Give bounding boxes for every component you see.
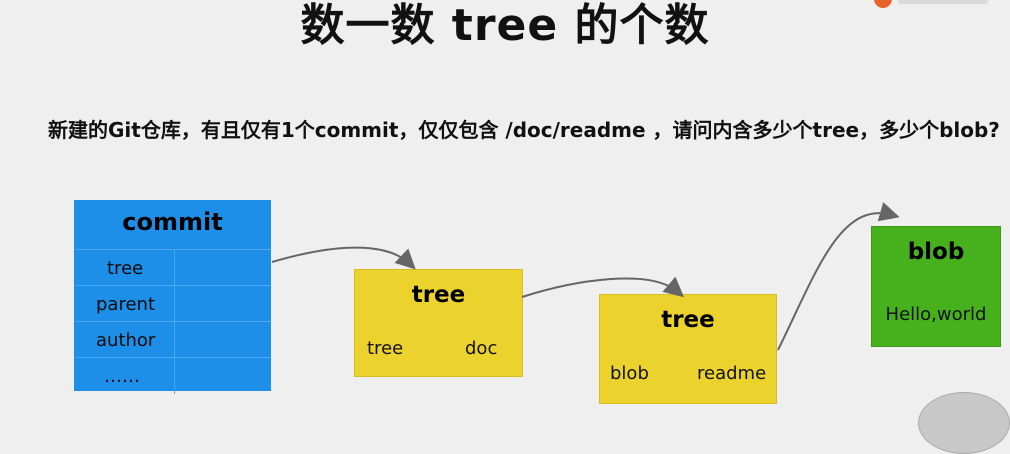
presenter-avatar bbox=[918, 392, 1010, 454]
arrow-doc-tree-to-blob bbox=[778, 213, 892, 350]
arrow-commit-to-tree bbox=[272, 248, 410, 264]
arrow-tree-to-doc-tree bbox=[522, 278, 678, 297]
connector-arrows bbox=[0, 0, 1010, 407]
